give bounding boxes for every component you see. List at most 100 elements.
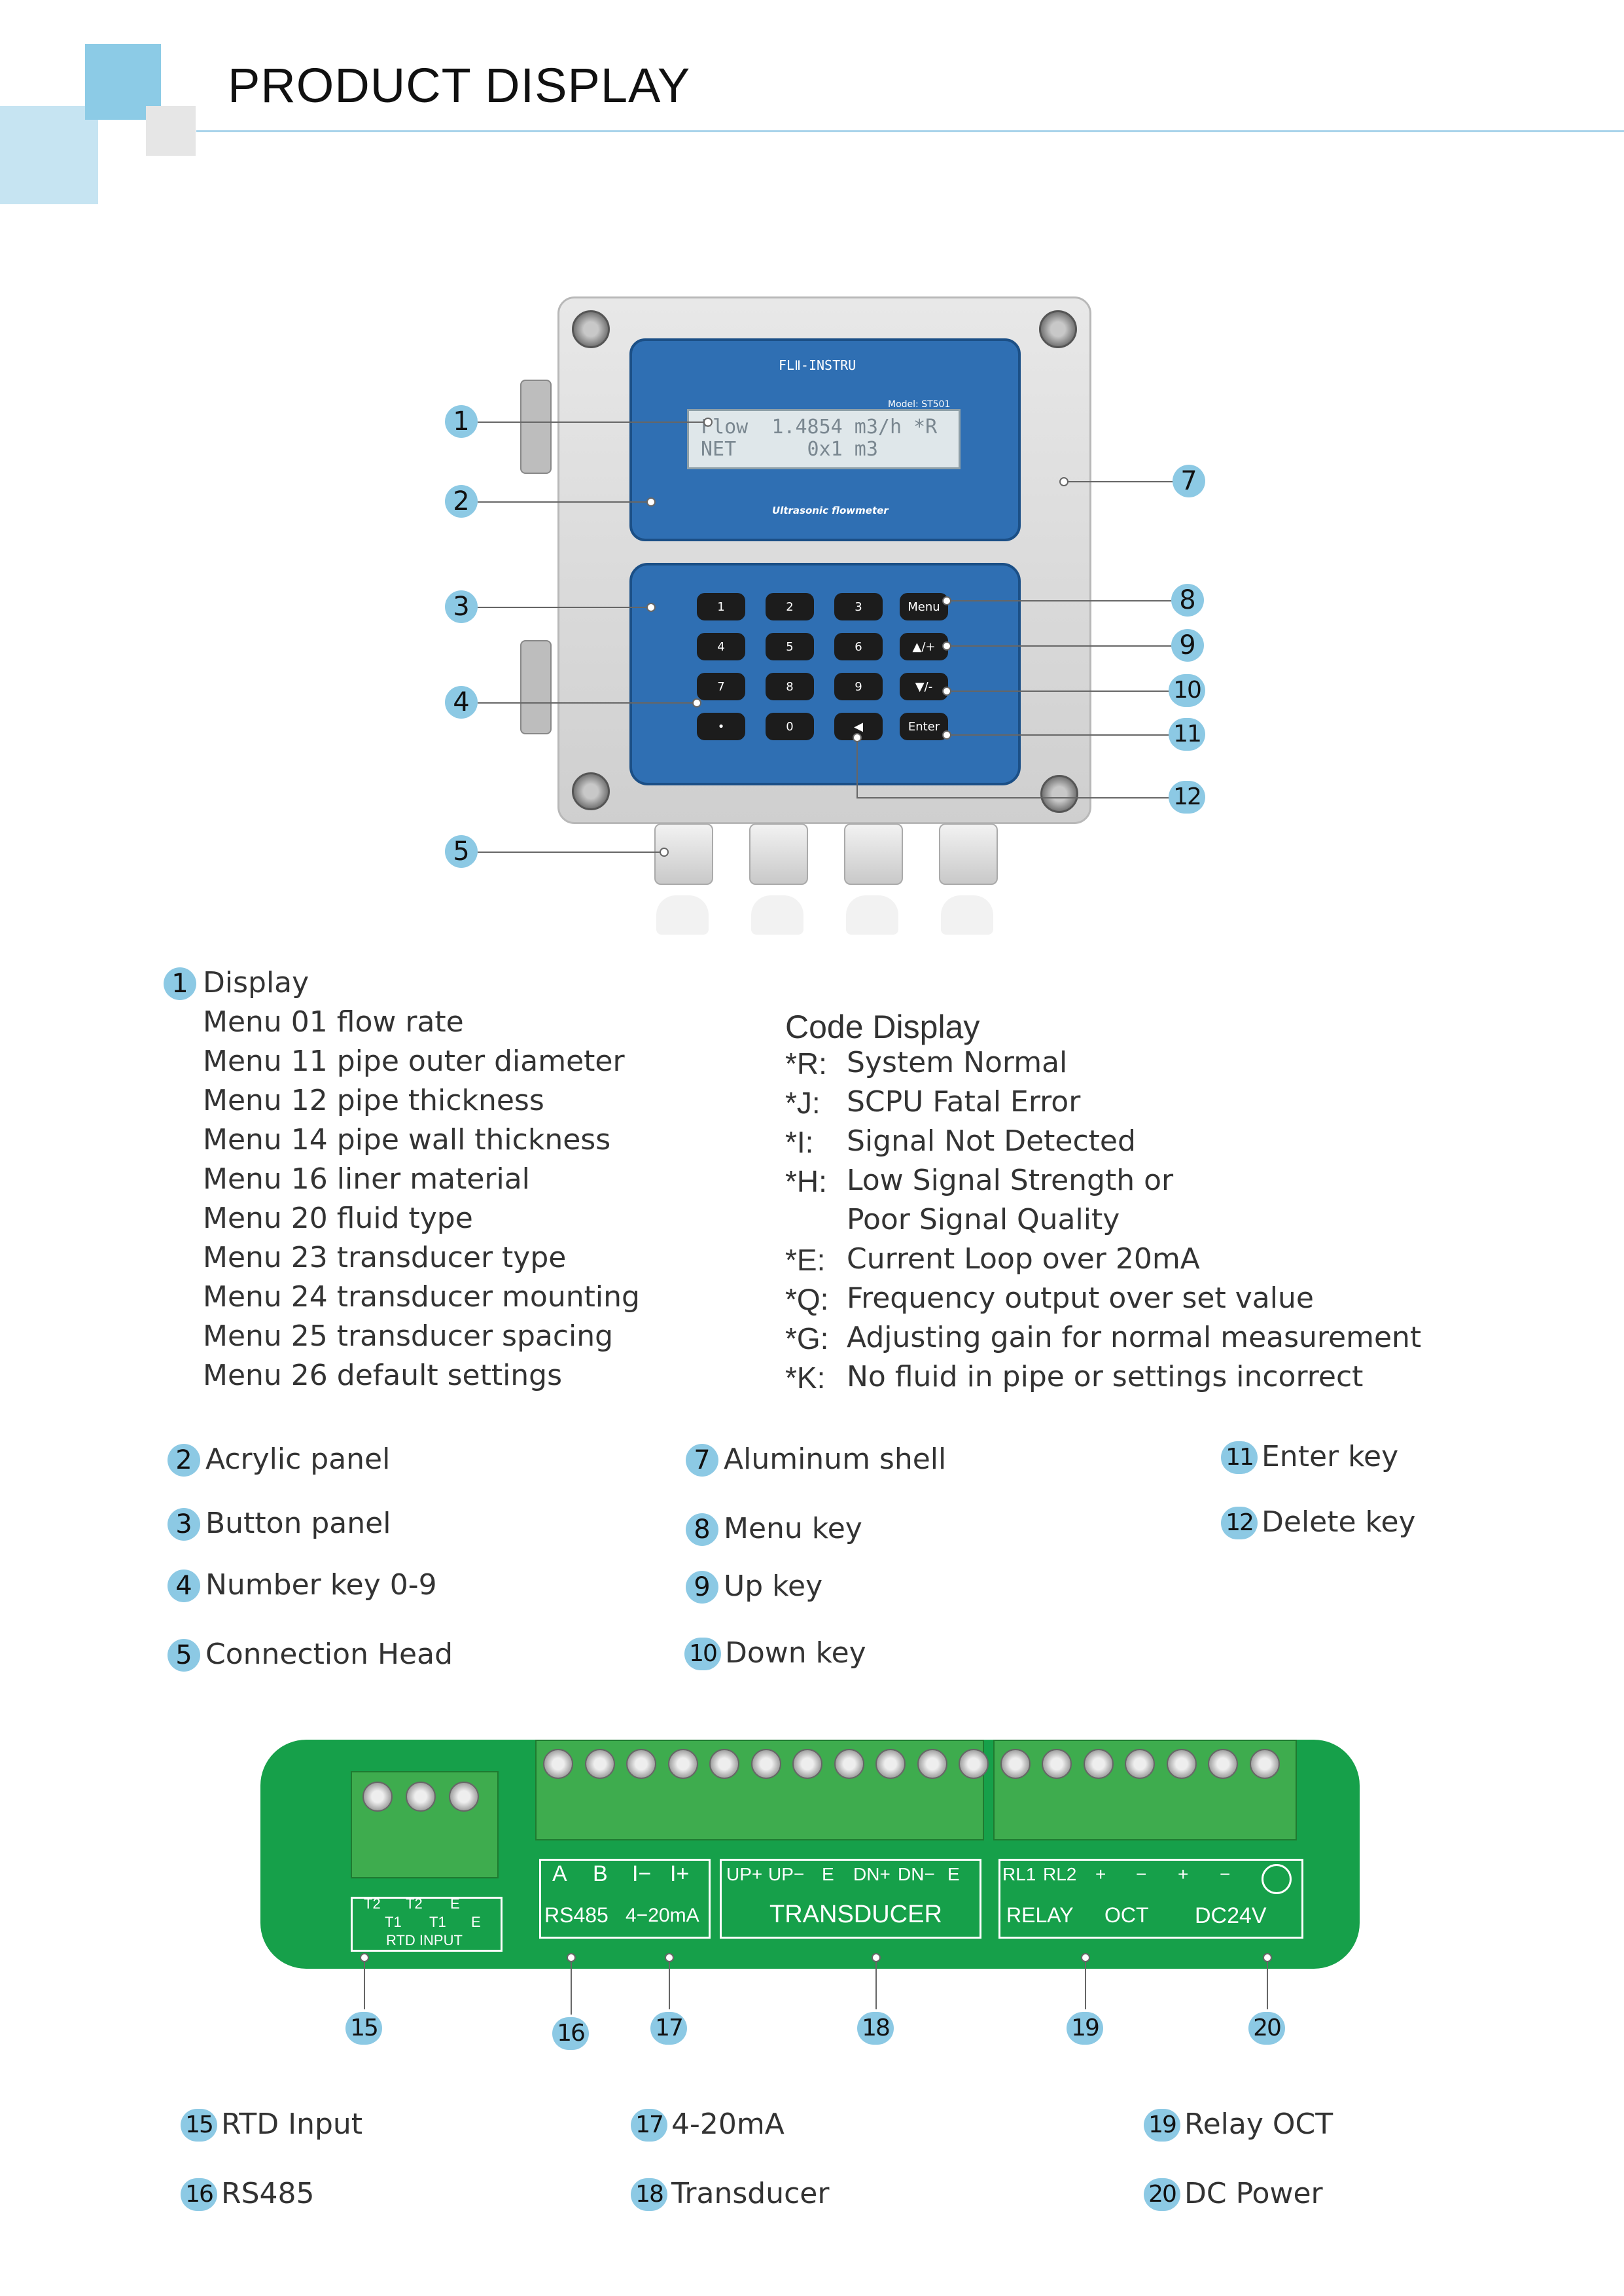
legend-label: Down key — [725, 1636, 866, 1670]
terminal-label: RL2 — [1043, 1864, 1077, 1884]
code-symbol: *K: — [785, 1361, 826, 1395]
legend-label: Connection Head — [205, 1638, 453, 1671]
code-symbol: *R: — [785, 1047, 827, 1081]
legend-label: Button panel — [205, 1507, 391, 1540]
legend-label: Relay OCT — [1184, 2108, 1333, 2141]
terminal-label: I− — [632, 1861, 652, 1886]
key-3: 3 — [834, 593, 883, 620]
screw-icon — [1040, 775, 1078, 813]
comm-label-box — [539, 1859, 711, 1939]
callout-leader — [571, 1957, 572, 2015]
callout-leader — [1267, 1957, 1268, 2009]
key-16: Enter — [900, 713, 948, 740]
menu-item: Menu 20 fluid type — [203, 1202, 473, 1235]
button-panel — [629, 563, 1021, 785]
callout-dot — [1263, 1953, 1272, 1962]
terminal-label: + — [1178, 1864, 1189, 1884]
callout-dot — [567, 1953, 576, 1962]
terminal-label: − — [1136, 1864, 1147, 1884]
menu-item: Menu 11 pipe outer diameter — [203, 1045, 625, 1078]
screw-icon — [750, 1749, 781, 1779]
board-callout: 15 — [345, 2012, 382, 2045]
code-description: No fluid in pipe or settings incorrect — [847, 1360, 1364, 1393]
screw-icon — [834, 1749, 864, 1779]
menu-item: Menu 01 flow rate — [203, 1005, 464, 1039]
code-description: SCPU Fatal Error — [847, 1085, 1081, 1119]
callout-8: 8 — [1171, 584, 1204, 617]
board-callout: 17 — [650, 2012, 687, 2045]
screw-icon — [626, 1749, 656, 1779]
key-9: 7 — [697, 673, 745, 700]
legend-num: 19 — [1144, 2109, 1180, 2142]
board-callout: 19 — [1067, 2012, 1103, 2045]
screw-icon — [875, 1749, 906, 1779]
screw-icon — [406, 1782, 436, 1812]
screw-icon — [584, 1749, 615, 1779]
device-brand: FLⅡ-INSTRU — [779, 357, 856, 373]
terminal-label: UP− — [768, 1864, 805, 1884]
header-rule — [196, 130, 1624, 132]
rtd-terminal-label: T1 — [385, 1914, 402, 1930]
rs485-label: RS485 — [544, 1903, 609, 1927]
callout-5: 5 — [445, 835, 478, 868]
code-description: Poor Signal Quality — [847, 1203, 1120, 1236]
reflection — [941, 895, 993, 935]
cable-gland — [749, 823, 808, 885]
legend-num: 18 — [631, 2178, 667, 2211]
key-12: ▼/- — [900, 673, 948, 700]
device-model: Model: ST501 — [888, 399, 951, 410]
legend-label: Transducer — [671, 2177, 830, 2210]
code-symbol: *G: — [785, 1321, 829, 1355]
display-label: Display — [203, 966, 309, 999]
terminal-label: A — [552, 1861, 567, 1886]
terminal-label: + — [1095, 1864, 1106, 1884]
terminal-label: RL1 — [1002, 1864, 1036, 1884]
terminal-label: − — [1220, 1864, 1231, 1884]
screw-icon — [362, 1782, 393, 1812]
rtd-terminal-label: T1 — [429, 1914, 446, 1930]
screw-icon — [572, 310, 610, 348]
terminal-label: DN− — [898, 1864, 935, 1884]
terminal-label: E — [822, 1864, 834, 1884]
screw-icon — [543, 1749, 573, 1779]
code-symbol: *E: — [785, 1243, 826, 1277]
callout-1: 1 — [445, 405, 478, 438]
terminal-label: DN+ — [853, 1864, 891, 1884]
legend-num: 8 — [686, 1513, 718, 1546]
key-10: 8 — [766, 673, 814, 700]
screw-icon — [792, 1749, 822, 1779]
legend-num: 10 — [684, 1638, 721, 1670]
terminal-label: I+ — [670, 1861, 690, 1886]
callout-3: 3 — [445, 590, 478, 623]
legend-num: 3 — [168, 1508, 200, 1541]
board-callout: 18 — [857, 2012, 894, 2045]
key-11: 9 — [834, 673, 883, 700]
legend-num-1: 1 — [164, 967, 196, 1000]
key-7: 6 — [834, 633, 883, 660]
legend-label: Enter key — [1262, 1440, 1399, 1473]
code-symbol: *I: — [785, 1125, 814, 1159]
reflection — [846, 895, 898, 935]
screw-icon — [572, 772, 610, 810]
screw-icon — [1039, 310, 1077, 348]
rtd-terminal-label: E — [450, 1895, 460, 1912]
callout-leader — [364, 1957, 365, 2009]
callout-7: 7 — [1173, 465, 1205, 497]
legend-label: DC Power — [1184, 2177, 1323, 2210]
callout-11: 11 — [1169, 718, 1205, 751]
board-callout: 20 — [1248, 2012, 1285, 2045]
screw-icon — [959, 1749, 989, 1779]
screw-icon — [1208, 1749, 1238, 1779]
lcd-line-1: Flow 1.4854 m3/h *R — [701, 416, 938, 439]
key-15: ◀ — [834, 713, 883, 740]
cable-gland — [844, 823, 903, 885]
screw-icon — [1000, 1749, 1031, 1779]
legend-num: 4 — [168, 1570, 200, 1602]
screw-icon — [917, 1749, 947, 1779]
reflection — [751, 895, 803, 935]
legend-num: 11 — [1221, 1441, 1258, 1474]
callout-4: 4 — [445, 686, 478, 719]
menu-item: Menu 24 transducer mounting — [203, 1280, 640, 1314]
transducer-label-box — [720, 1859, 981, 1939]
